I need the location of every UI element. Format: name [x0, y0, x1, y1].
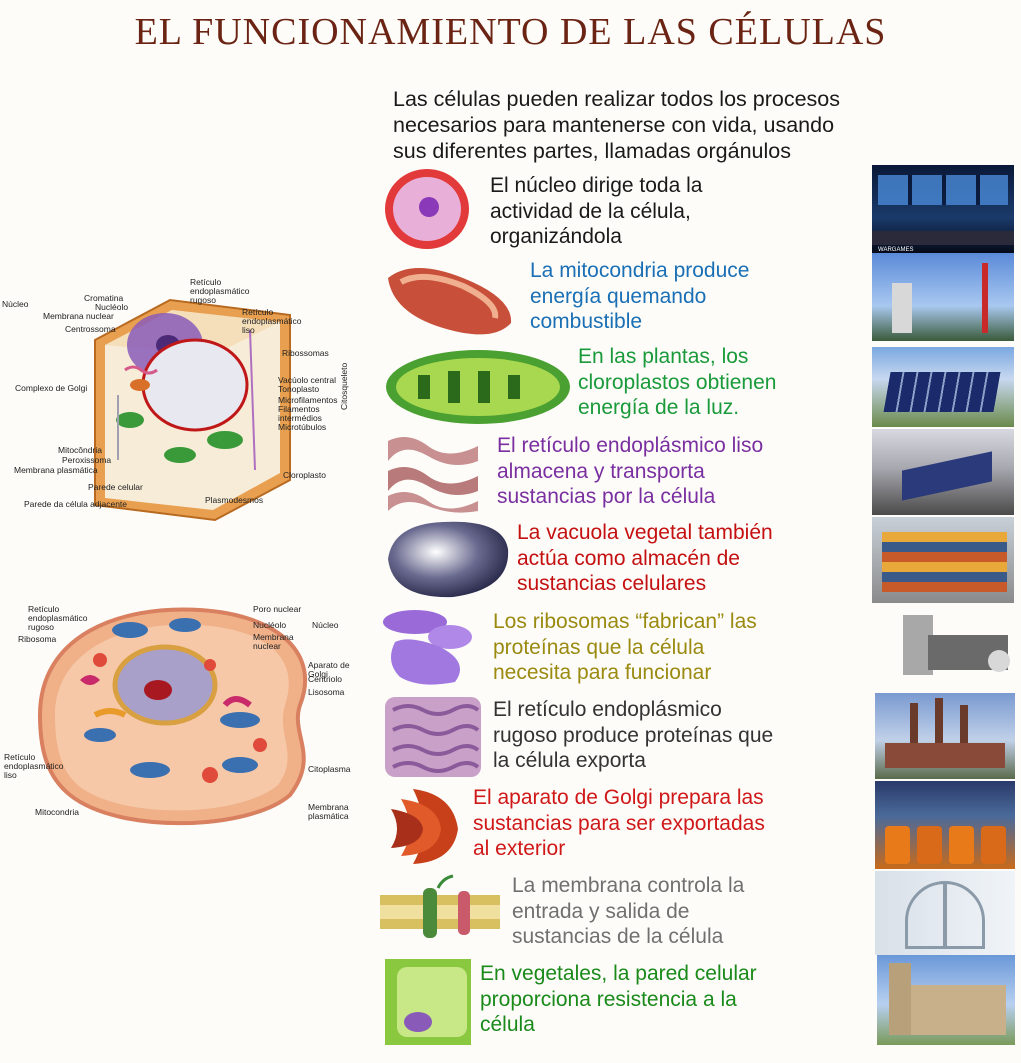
row-nucleus-text: El núcleo dirige toda la actividad de la… [490, 174, 703, 248]
animal-cell-diagram: Retículo endoplasmático rugoso Ribosoma … [0, 595, 370, 835]
label-microfilamentos: Microfilamentos Filamentos intermédios M… [278, 395, 338, 432]
row-chloroplast-text: En las plantas, los cloroplastos obtiene… [578, 345, 777, 419]
church-photo [877, 955, 1015, 1045]
containers-photo [872, 517, 1014, 603]
label-animal-membrana-plasmatica: Membrana plasmática [308, 802, 349, 821]
golgi-icon [391, 789, 458, 864]
page-title: EL FUNCIONAMIENTO DE LAS CÉLULAS [134, 11, 887, 53]
label-ribossomas: Ribossomas [282, 348, 329, 358]
row-golgi: El aparato de Golgi prepara las sustanci… [0, 781, 1021, 871]
revolving-door-photo [875, 871, 1015, 955]
mitochondria-icon [388, 268, 512, 335]
label-membrana-plasmatica: Membrana plasmática [14, 465, 98, 475]
row-golgi-text: El aparato de Golgi prepara las sustanci… [473, 786, 765, 860]
label-nucleo: Núcleo [2, 299, 29, 309]
row-vacuole-text: La vacuola vegetal también actúa como al… [517, 521, 773, 595]
row-nucleus: El núcleo dirige toda la actividad de la… [0, 165, 1021, 253]
row-smooth-er-text: El retículo endoplásmico liso almacena y… [497, 434, 764, 508]
label-animal-citoplasma: Citoplasma [308, 764, 351, 774]
machine-photo [893, 605, 1015, 693]
power-plant-photo [872, 253, 1014, 341]
label-animal-ribosoma: Ribosoma [18, 634, 57, 644]
label-parede-celular: Parede celular [88, 482, 143, 492]
cell-wall-icon [385, 959, 471, 1045]
row-mitochondria: La mitocondria produce energía quemando … [0, 253, 1021, 343]
label-animal-lisosoma: Lisosoma [308, 687, 345, 697]
nucleus-icon [385, 169, 469, 249]
row-vacuole: La vacuola vegetal también actúa como al… [0, 517, 1021, 605]
row-ribosomes: Los ribosomas “fabrican” las proteínas q… [0, 605, 1021, 693]
rough-er-icon [385, 697, 481, 777]
label-parede-adjacente: Parede da célula adjacente [24, 499, 128, 509]
row-chloroplast: En las plantas, los cloroplastos obtiene… [0, 343, 1021, 433]
row-cell-wall: En vegetales, la pared celular proporcio… [0, 955, 1021, 1047]
label-animal-reticulo-liso: Retículo endoplasmático liso [4, 752, 64, 780]
row-cell-wall-text: En vegetales, la pared celular proporcio… [480, 962, 757, 1036]
plant-cell-illustration [94, 298, 291, 522]
label-animal-poro-nuclear: Poro nuclear [253, 604, 302, 614]
intro-text: Las células pueden realizar todos los pr… [393, 87, 840, 163]
label-reticulo-rugoso: Retículo endoplasmático rugoso [190, 277, 250, 305]
train-photo [872, 429, 1014, 515]
label-centrossoma: Centrossoma [65, 324, 116, 334]
label-nucleolo: Nucléolo [95, 302, 129, 312]
row-rough-er: El retículo endoplásmico rugoso produce … [0, 693, 1021, 781]
ribosomes-icon [383, 610, 472, 685]
control-room-photo: WARGAMES [872, 165, 1014, 253]
label-animal-membrana-nuclear: Membrana nuclear [253, 632, 294, 651]
plant-cell-diagram: Núcleo Cromatina Nucléolo Membrana nucle… [0, 270, 360, 530]
label-golgi: Complexo de Golgi [15, 383, 88, 393]
label-animal-nucleo: Núcleo [312, 620, 339, 630]
jars-photo [875, 781, 1015, 869]
label-animal-reticulo-rugoso: Retículo endoplasmático rugoso [28, 604, 88, 632]
row-membrane: La membrana controla la entrada y salida… [0, 871, 1021, 955]
label-plasmodesmos: Plasmodesmos [205, 495, 264, 505]
membrane-icon [380, 874, 500, 938]
row-smooth-er: El retículo endoplásmico liso almacena y… [0, 429, 1021, 517]
photo-caption: WARGAMES [878, 247, 914, 253]
label-membrana-nuclear: Membrana nuclear [43, 311, 114, 321]
solar-panels-photo [872, 347, 1014, 427]
row-rough-er-text: El retículo endoplásmico rugoso produce … [493, 698, 774, 772]
label-mitocondria: Mitocôndria [58, 445, 102, 455]
animal-cell-illustration [37, 607, 307, 826]
label-animal-mitocondria: Mitocondria [35, 807, 79, 817]
chloroplast-icon [386, 350, 570, 424]
label-cloroplasto: Cloroplasto [283, 470, 326, 480]
row-ribosomes-text: Los ribosomas “fabrican” las proteínas q… [493, 610, 757, 684]
label-cromatina: Cromatina [84, 293, 124, 303]
row-membrane-text: La membrana controla la entrada y salida… [512, 874, 745, 948]
label-animal-golgi: Aparato de Golgi [308, 660, 350, 679]
label-animal-nucleolo: Nucléolo [253, 620, 287, 630]
label-vacuolo: Vacúolo central Tonoplasto [278, 375, 336, 394]
label-animal-centriolo: Centriolo [308, 674, 343, 684]
row-mitochondria-text: La mitocondria produce energía quemando … [530, 259, 750, 333]
label-reticulo-liso: Retículo endoplasmático liso [242, 307, 302, 335]
vacuole-icon [388, 521, 509, 598]
smooth-er-icon [388, 437, 478, 513]
factory-photo [875, 693, 1015, 779]
label-peroxissoma: Peroxissoma [62, 455, 112, 465]
